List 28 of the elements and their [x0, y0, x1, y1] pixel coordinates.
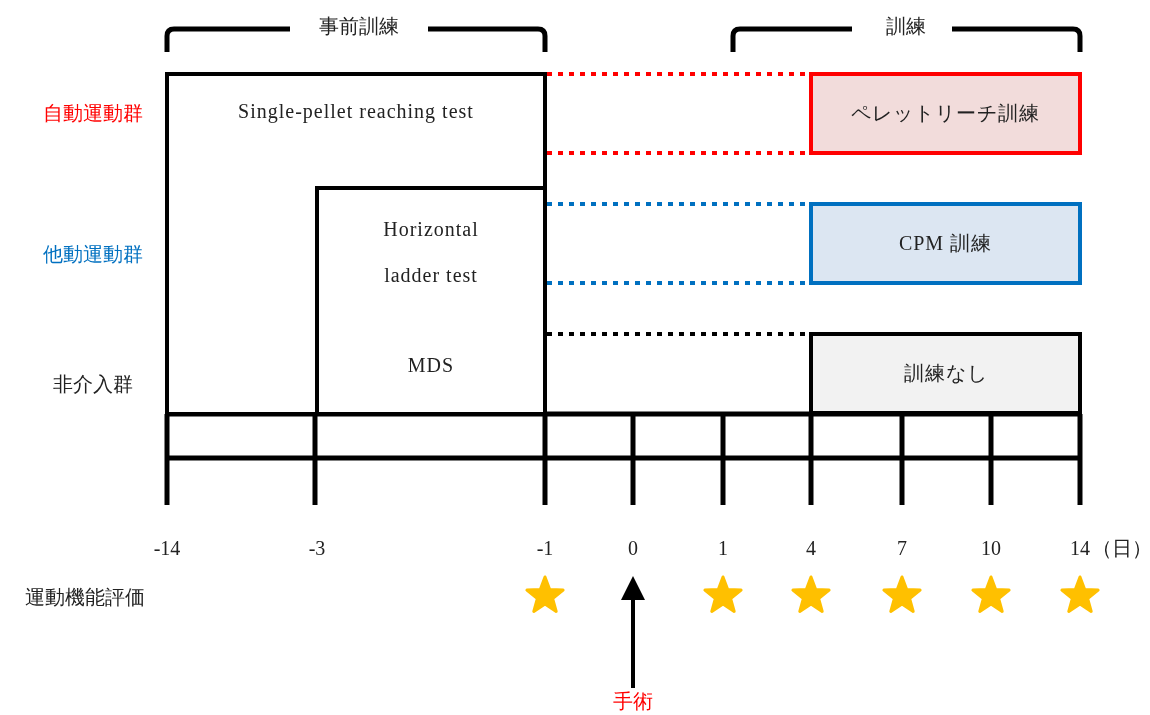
box-text: MDS: [407, 353, 455, 378]
test-box: [165, 72, 547, 416]
box-text: ペレットリーチ訓練: [851, 101, 1040, 126]
training-box: [809, 72, 1082, 155]
tick-label: 1: [718, 536, 728, 560]
tick-label: -14: [153, 536, 181, 560]
tick-label: -1: [536, 536, 554, 560]
unit-label: （日）: [1092, 535, 1150, 561]
box-text: Horizontal ladder test: [382, 217, 480, 288]
box-text: 訓練なし: [903, 361, 988, 386]
box-text: Single-pellet reaching test: [238, 100, 474, 123]
arrow: [621, 576, 645, 688]
bracket-title: 事前訓練: [319, 13, 399, 39]
axis-title: 運動機能評価: [25, 584, 145, 610]
group-label: 自動運動群: [43, 100, 143, 126]
group-label: 他動運動群: [43, 241, 143, 267]
tick-label: 0: [628, 536, 638, 560]
training-box: [809, 202, 1082, 285]
tick-label: -3: [308, 536, 326, 560]
box-text: CPM 訓練: [898, 231, 993, 256]
tick-label: 4: [806, 536, 816, 560]
tick-label: 7: [897, 536, 907, 560]
surgery-label: 手術: [605, 688, 661, 714]
tick-label: 10: [981, 536, 1001, 560]
group-label: 非介入群: [53, 371, 133, 397]
tick-label: 14: [1070, 536, 1090, 560]
bracket-title: 訓練: [886, 13, 926, 39]
training-box: [809, 332, 1082, 415]
